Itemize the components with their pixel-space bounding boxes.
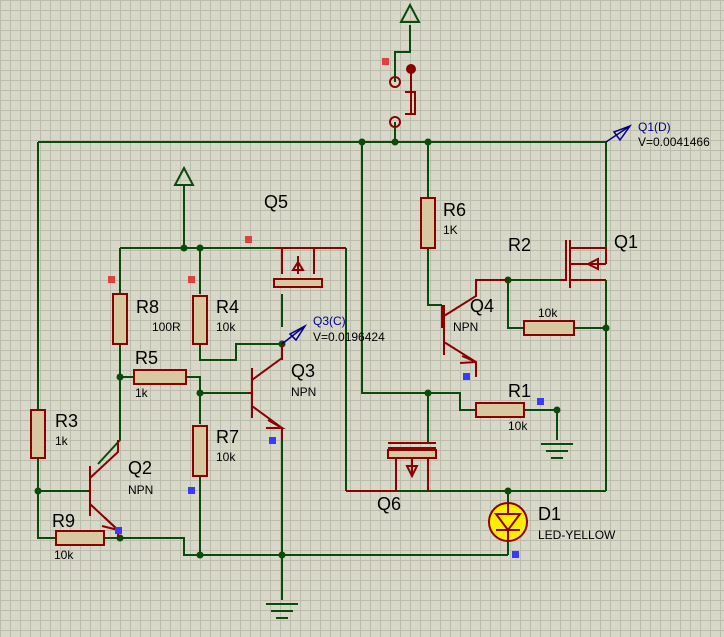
- r7-name: R7: [216, 427, 239, 447]
- push-switch[interactable]: [389, 64, 416, 128]
- q5-name: Q5: [264, 192, 288, 212]
- ground-symbol-q3: [266, 603, 298, 619]
- r7-value: 10k: [216, 450, 236, 464]
- r6-name: R6: [443, 200, 466, 220]
- r2-value: 10k: [538, 306, 558, 320]
- q3-type: NPN: [291, 385, 316, 399]
- r2-name: R2: [508, 235, 531, 255]
- mosfet-q5[interactable]: [273, 247, 346, 288]
- r9-value: 10k: [54, 548, 74, 562]
- mosfet-q6[interactable]: [346, 442, 437, 492]
- resistor-r3[interactable]: [30, 409, 46, 459]
- r8-name: R8: [136, 297, 159, 317]
- probe-q3c[interactable]: Q3(C) V=0.0196424: [281, 314, 385, 345]
- probe-q1d[interactable]: Q1(D) V=0.0041466: [605, 120, 710, 149]
- q4-name: Q4: [470, 296, 494, 316]
- probe-q3c-value: V=0.0196424: [313, 330, 385, 344]
- q6-name: Q6: [377, 494, 401, 514]
- q1-name: Q1: [614, 232, 638, 252]
- mosfet-q1[interactable]: [560, 240, 607, 288]
- resistor-r6[interactable]: [420, 197, 436, 249]
- pin-markers: [108, 58, 544, 558]
- led-d1[interactable]: [488, 502, 528, 542]
- r4-value: 10k: [216, 320, 236, 334]
- probe-q1d-label: Q1(D): [638, 120, 671, 134]
- ground-symbol-r1: [541, 443, 573, 459]
- r3-name: R3: [55, 411, 78, 431]
- r5-name: R5: [135, 348, 158, 368]
- r1-name: R1: [508, 381, 531, 401]
- transistor-q3[interactable]: [248, 344, 286, 440]
- power-terminal-top: [399, 2, 421, 23]
- q3-name: Q3: [291, 361, 315, 381]
- resistor-r7[interactable]: [192, 425, 208, 477]
- r1-value: 10k: [508, 419, 528, 433]
- r4-name: R4: [216, 297, 239, 317]
- transistor-q2[interactable]: [88, 440, 119, 538]
- resistor-r1[interactable]: [475, 402, 525, 418]
- resistor-r2[interactable]: [523, 320, 575, 336]
- resistor-r4[interactable]: [192, 295, 208, 345]
- r9-name: R9: [52, 511, 75, 531]
- power-terminal-q5: [173, 165, 195, 186]
- d1-value: LED-YELLOW: [538, 528, 616, 542]
- q4-type: NPN: [453, 320, 478, 334]
- r3-value: 1k: [55, 434, 69, 448]
- transistor-q4[interactable]: [441, 279, 508, 377]
- r5-value: 1k: [135, 386, 149, 400]
- probe-q3c-label: Q3(C): [313, 314, 346, 328]
- r8-value: 100R: [152, 320, 181, 334]
- resistor-r9[interactable]: [55, 530, 105, 546]
- probe-q1d-value: V=0.0041466: [638, 135, 710, 149]
- d1-name: D1: [538, 504, 561, 524]
- component-labels: Q1 Q2 NPN Q3 NPN Q4 NPN Q5 Q6 R1 10k R2 …: [52, 192, 638, 562]
- resistor-r8[interactable]: [112, 293, 128, 345]
- q2-type: NPN: [128, 483, 153, 497]
- r6-value: 1K: [443, 223, 458, 237]
- q2-name: Q2: [128, 458, 152, 478]
- resistor-r5[interactable]: [133, 369, 187, 385]
